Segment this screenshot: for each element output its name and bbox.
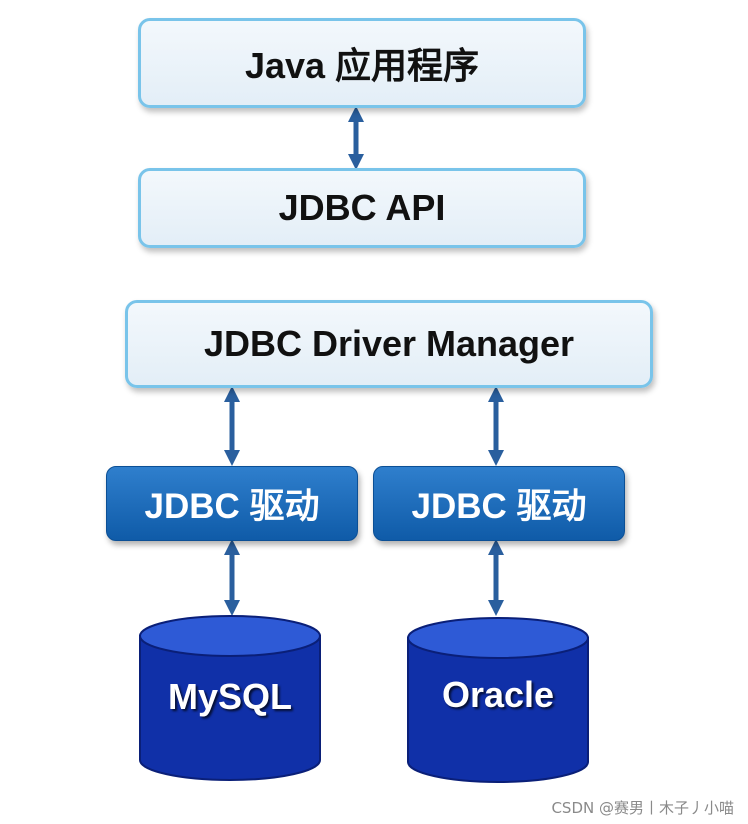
mysql-database: MySQL — [137, 614, 323, 784]
java-app-box: Java 应用程序 — [138, 18, 586, 108]
jdbc-driver-label: JDBC 驱动 — [144, 487, 320, 526]
mysql-cylinder-icon — [139, 615, 321, 781]
driver-manager-box: JDBC Driver Manager — [125, 300, 653, 388]
jdbc-driver-box-mysql: JDBC 驱动 — [106, 466, 358, 541]
mysql-label: MySQL — [167, 676, 292, 717]
jdbc-api-label: JDBC API — [278, 187, 446, 228]
watermark-text: CSDN @赛男丨木子丿小喵 — [551, 799, 734, 817]
jdbc-driver-box-oracle: JDBC 驱动 — [373, 466, 625, 541]
jdbc-api-box: JDBC API — [138, 168, 586, 248]
oracle-cylinder-icon — [407, 617, 589, 783]
java-app-label: Java 应用程序 — [244, 45, 480, 86]
driver-manager-label: JDBC Driver Manager — [203, 323, 575, 364]
jdbc-driver-label: JDBC 驱动 — [411, 487, 587, 526]
oracle-database: Oracle — [405, 616, 591, 786]
oracle-label: Oracle — [441, 674, 555, 715]
